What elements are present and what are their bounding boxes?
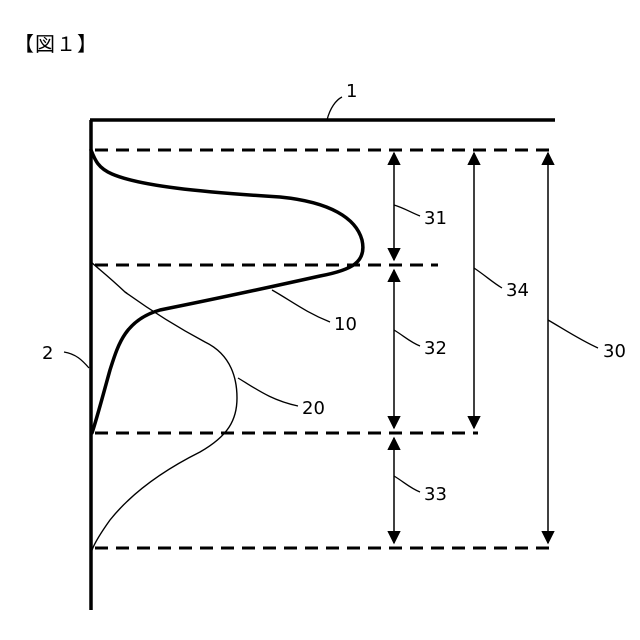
leader-30 [548, 320, 598, 348]
label-2: 2 [42, 343, 53, 364]
label-1: 1 [346, 81, 357, 102]
curve-10-bold [91, 150, 363, 433]
leader-32 [394, 330, 420, 346]
leader-1 [327, 97, 342, 120]
leader-31 [394, 205, 420, 216]
label-31: 31 [424, 208, 447, 229]
label-34: 34 [506, 280, 529, 301]
leader-2 [64, 352, 89, 368]
label-20: 20 [302, 398, 325, 419]
label-10: 10 [334, 314, 357, 335]
leader-34 [474, 268, 502, 288]
label-30: 30 [603, 341, 626, 362]
label-32: 32 [424, 338, 447, 359]
leader-33 [394, 476, 420, 492]
leader-20 [238, 378, 298, 406]
label-33: 33 [424, 484, 447, 505]
curve-20-thin [91, 262, 237, 550]
leader-10 [272, 290, 330, 322]
